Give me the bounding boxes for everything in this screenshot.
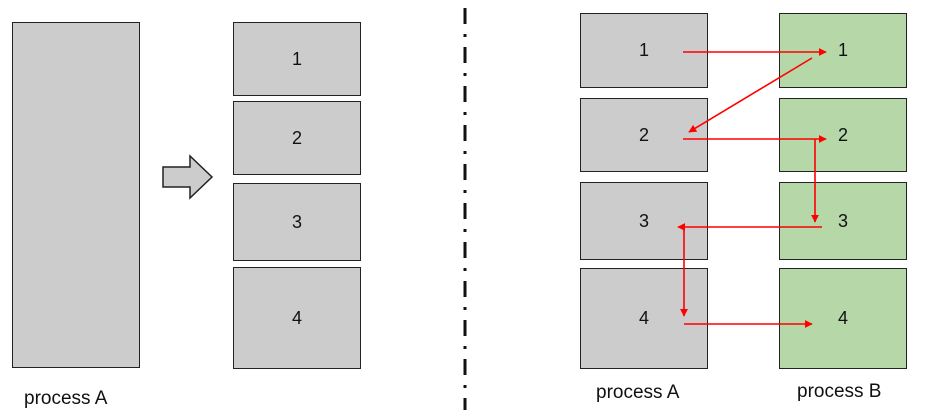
left-chunk-1: 1: [233, 22, 361, 96]
left-process-a-label: process A: [24, 388, 108, 409]
process-a-whole-block: [12, 22, 140, 368]
process-a-chunk-4: 4: [580, 268, 708, 369]
process-a-chunk-2: 2: [580, 98, 708, 172]
right-process-a-label: process A: [596, 382, 680, 403]
process-b-chunk-2: 2: [779, 98, 907, 172]
left-chunk-3: 3: [233, 183, 361, 261]
split-arrow-icon: [162, 154, 214, 200]
process-b-chunk-3: 3: [779, 182, 907, 260]
process-a-chunk-1: 1: [580, 13, 708, 88]
process-a-chunk-3: 3: [580, 182, 708, 260]
right-process-b-label: process B: [797, 381, 882, 402]
process-b-chunk-4: 4: [779, 268, 907, 369]
left-chunk-4: 4: [233, 267, 361, 369]
process-b-chunk-1: 1: [779, 13, 907, 88]
left-chunk-2: 2: [233, 101, 361, 175]
